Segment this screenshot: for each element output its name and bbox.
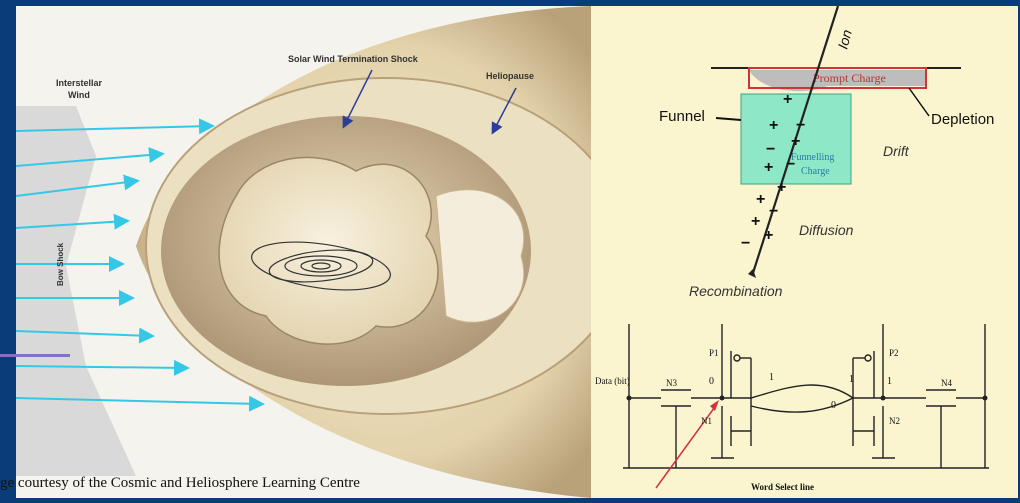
sram-circuit [623,324,989,468]
interstellar-wind-label-2: Wind [68,90,90,100]
termination-shock-label: Solar Wind Termination Shock [288,54,419,64]
accent-line [0,354,70,357]
p2-label: P2 [889,348,899,358]
heliotail-lobe [436,190,524,323]
svg-text:−: − [796,117,805,134]
svg-text:−: − [786,156,795,173]
node-value-1: 1 [769,372,774,383]
node-right [983,396,988,401]
svg-text:+: + [777,179,786,196]
depletion-label: Depletion [931,111,994,128]
svg-text:+: + [751,213,760,230]
svg-text:+: + [769,117,778,134]
heliosphere-svg: Interstellar Wind Solar Wind Termination… [16,6,591,498]
recombination-label: Recombination [689,283,783,299]
svg-text:−: − [769,203,778,220]
svg-text:−: − [766,141,775,158]
node-q [720,396,725,401]
seu-diagram: Prompt Charge Funnelling Charge Ion + + … [591,6,1018,498]
svg-text:+: + [764,159,773,176]
heliopause-label: Heliopause [486,71,534,81]
funnel-label: Funnel [659,108,705,125]
funneling-charge-label-1: Funnelling [791,152,834,163]
node-value-3: 0 [831,400,836,411]
funneling-charge-label-2: Charge [801,166,830,177]
n3-label: N3 [666,378,677,388]
drift-label: Drift [883,143,910,159]
svg-text:+: + [783,91,792,108]
seu-svg: Prompt Charge Funnelling Charge Ion + + … [591,6,1018,498]
data-bit-label: Data (bit) [595,376,630,386]
svg-text:+: + [791,133,800,150]
depletion-pointer [909,88,929,116]
ion-label: Ion [834,28,855,51]
n1-label: N1 [701,416,712,426]
bottom-border [0,498,1020,503]
diffusion-label: Diffusion [799,222,854,238]
n2-label: N2 [889,416,900,426]
image-caption: ge courtesy of the Cosmic and Heliospher… [0,475,360,492]
svg-text:−: − [741,235,750,252]
heliosphere-diagram: Interstellar Wind Solar Wind Termination… [16,6,591,498]
strike-arrowhead [710,400,719,411]
svg-text:+: + [756,191,765,208]
funnel-pointer [716,118,741,120]
prompt-charge-label: Prompt Charge [813,71,886,85]
node-value-2: 1 [887,376,892,387]
node-value-0: 0 [709,376,714,387]
node-qbar [881,396,886,401]
p1-label: P1 [709,348,719,358]
node-left [627,396,632,401]
svg-text:+: + [764,227,773,244]
interstellar-wind-label-1: Interstellar [56,78,103,88]
node-value-4: 1 [849,374,854,385]
bow-shock-label: Bow Shock [56,242,65,286]
word-select-label: Word Select line [751,482,814,492]
n4-label: N4 [941,378,952,388]
left-border [0,0,16,503]
